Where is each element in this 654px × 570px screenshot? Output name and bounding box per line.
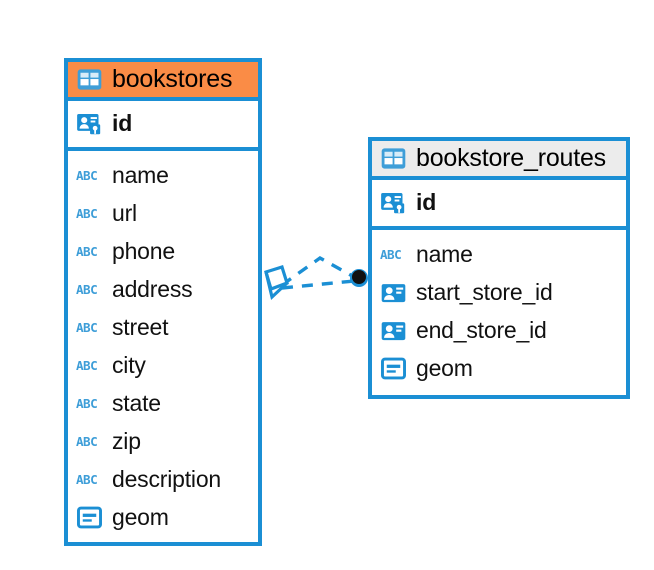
- field-label: street: [112, 313, 169, 340]
- field-row[interactable]: ABC description: [76, 460, 250, 498]
- field-row[interactable]: ABC street: [76, 308, 250, 346]
- field-label: name: [416, 240, 473, 267]
- text-type-icon: ABC: [76, 396, 98, 411]
- field-row[interactable]: geom: [380, 349, 618, 387]
- text-type-icon: ABC: [76, 168, 98, 183]
- field-label: city: [112, 351, 146, 378]
- svg-text:ABC: ABC: [76, 244, 97, 259]
- svg-text:ABC: ABC: [380, 247, 401, 262]
- field-row[interactable]: ABC name: [380, 235, 618, 273]
- field-label: start_store_id: [416, 278, 553, 305]
- svg-text:ABC: ABC: [76, 472, 97, 487]
- table-icon: [381, 147, 406, 169]
- field-row[interactable]: ABC state: [76, 384, 250, 422]
- field-row[interactable]: ABC phone: [76, 232, 250, 270]
- foreign-key-icon: [381, 283, 406, 302]
- svg-text:ABC: ABC: [76, 282, 97, 297]
- primary-key-icon: [381, 192, 405, 213]
- filled-circle-marker: [350, 269, 368, 287]
- field-row[interactable]: ABC city: [76, 346, 250, 384]
- text-type-icon: ABC: [76, 472, 98, 487]
- text-type-icon: ABC: [380, 247, 402, 262]
- field-label: geom: [416, 354, 473, 381]
- field-label: phone: [112, 237, 175, 264]
- foreign-key-icon: [381, 321, 406, 340]
- field-label: state: [112, 389, 161, 416]
- primary-key-icon: [77, 113, 101, 134]
- svg-text:ABC: ABC: [76, 434, 97, 449]
- field-label: url: [112, 199, 137, 226]
- table-icon: [77, 68, 102, 90]
- entity-title: bookstore_routes: [416, 144, 606, 172]
- geometry-type-icon: [381, 357, 406, 379]
- field-row[interactable]: end_store_id: [380, 311, 618, 349]
- field-row-primary-key[interactable]: id: [76, 104, 250, 142]
- relationship-line-end-store-id[interactable]: [281, 255, 357, 287]
- text-type-icon: ABC: [76, 244, 98, 259]
- field-label-primary-key: id: [416, 188, 437, 215]
- field-row[interactable]: start_store_id: [380, 273, 618, 311]
- relationship-line-start-store-id[interactable]: [281, 279, 355, 290]
- text-type-icon: ABC: [76, 206, 98, 221]
- field-row[interactable]: geom: [76, 498, 250, 536]
- text-type-icon: ABC: [76, 320, 98, 335]
- entity-header-bookstore-routes[interactable]: bookstore_routes: [372, 141, 626, 180]
- svg-text:ABC: ABC: [76, 168, 97, 183]
- field-label: end_store_id: [416, 316, 547, 343]
- text-type-icon: ABC: [76, 434, 98, 449]
- field-row[interactable]: ABC address: [76, 270, 250, 308]
- primary-key-section: id: [372, 180, 626, 230]
- entity-header-bookstores[interactable]: bookstores: [68, 62, 258, 101]
- field-row-primary-key[interactable]: id: [380, 183, 618, 221]
- svg-text:ABC: ABC: [76, 358, 97, 373]
- field-label: geom: [112, 503, 169, 530]
- primary-key-section: id: [68, 101, 258, 151]
- field-row[interactable]: ABC zip: [76, 422, 250, 460]
- text-type-icon: ABC: [76, 358, 98, 373]
- geometry-type-icon: [77, 506, 102, 528]
- crows-foot-marker: [264, 264, 289, 301]
- field-label: address: [112, 275, 193, 302]
- svg-text:ABC: ABC: [76, 206, 97, 221]
- entity-title: bookstores: [112, 65, 233, 93]
- svg-text:ABC: ABC: [76, 320, 97, 335]
- field-row[interactable]: ABC name: [76, 156, 250, 194]
- field-row[interactable]: ABC url: [76, 194, 250, 232]
- field-label-primary-key: id: [112, 109, 133, 136]
- text-type-icon: ABC: [76, 282, 98, 297]
- field-label: name: [112, 161, 169, 188]
- svg-text:ABC: ABC: [76, 396, 97, 411]
- field-label: description: [112, 465, 222, 492]
- field-label: zip: [112, 427, 141, 454]
